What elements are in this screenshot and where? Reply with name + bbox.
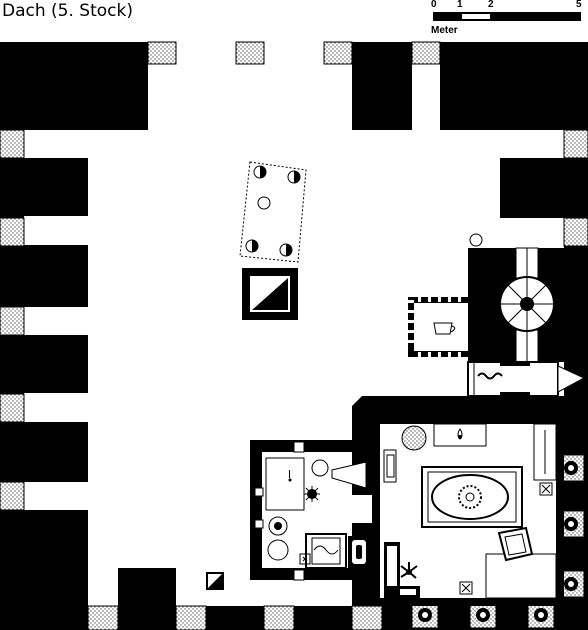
cup-icon — [433, 322, 456, 335]
cabinet-right — [533, 423, 557, 481]
round-table — [401, 425, 427, 451]
sofa-small — [383, 449, 397, 483]
window-tiles — [0, 41, 588, 630]
map-title: Dach (5. Stock) — [2, 1, 133, 21]
plant-pot-icon — [459, 581, 473, 595]
rug-icon — [421, 466, 523, 528]
plant-icon-bedroom — [299, 553, 311, 565]
scale-tick-2: 2 — [488, 0, 494, 10]
scale-bar — [433, 12, 581, 21]
corridor-strip — [467, 361, 586, 397]
stair-hatch-icon — [242, 268, 298, 320]
flower-icon — [400, 562, 418, 579]
scale-tick-5: 5 — [576, 0, 582, 10]
scale-unit-label: Meter — [431, 25, 458, 36]
bed-icon — [305, 533, 347, 569]
fan-icon — [499, 276, 555, 332]
vent-circle — [469, 233, 483, 247]
scale-tick-0: 0 — [431, 0, 437, 10]
wave-icon — [477, 372, 503, 380]
fireplace — [433, 423, 487, 447]
bathtub-icon — [348, 536, 370, 568]
scale-tick-1: 1 — [457, 0, 463, 10]
star-decoration — [539, 482, 553, 496]
small-hatch-icon — [206, 572, 224, 590]
armchair — [497, 526, 534, 562]
table-with-chairs-icon — [239, 161, 307, 263]
